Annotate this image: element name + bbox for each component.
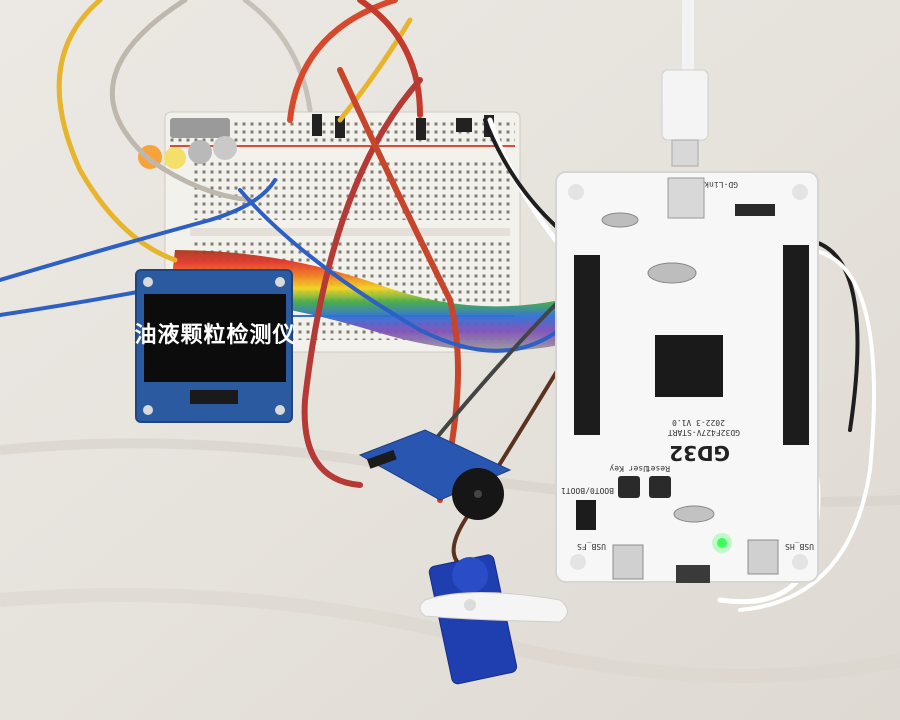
board-logo: GD32: [669, 441, 730, 465]
servo-motor: [419, 554, 568, 685]
yellow-led: [164, 147, 186, 169]
label-gd-link: GD-Link: [704, 180, 738, 189]
usb-fs-port: [612, 544, 644, 580]
label-boot: BOOT0/BOOT1: [561, 486, 614, 495]
servo-horn: [419, 592, 568, 623]
oled-module: 油液颗粒检测仪: [134, 269, 295, 423]
power-led: [717, 538, 727, 548]
board-version: 2022-3 V1.0: [672, 418, 725, 427]
buzzer-module: [358, 429, 512, 520]
board-model: GD32F427V-START: [668, 428, 740, 437]
oled-display-text: 油液颗粒检测仪: [134, 322, 295, 348]
mcu-chip: [655, 335, 723, 397]
label-reset: Reset: [646, 464, 670, 473]
label-usb-hs: USB_HS: [785, 542, 814, 551]
label-usb-fs: USB_FS: [577, 542, 606, 551]
usb-hs-port: [747, 539, 779, 575]
user-key-button[interactable]: [618, 476, 640, 498]
reset-button[interactable]: [649, 476, 671, 498]
gd32-board: GD32 GD32F427V-START 2022-3 V1.0 User Ke…: [555, 171, 819, 583]
usb-cable: [661, 0, 709, 167]
label-user-key: User Key: [609, 464, 648, 473]
